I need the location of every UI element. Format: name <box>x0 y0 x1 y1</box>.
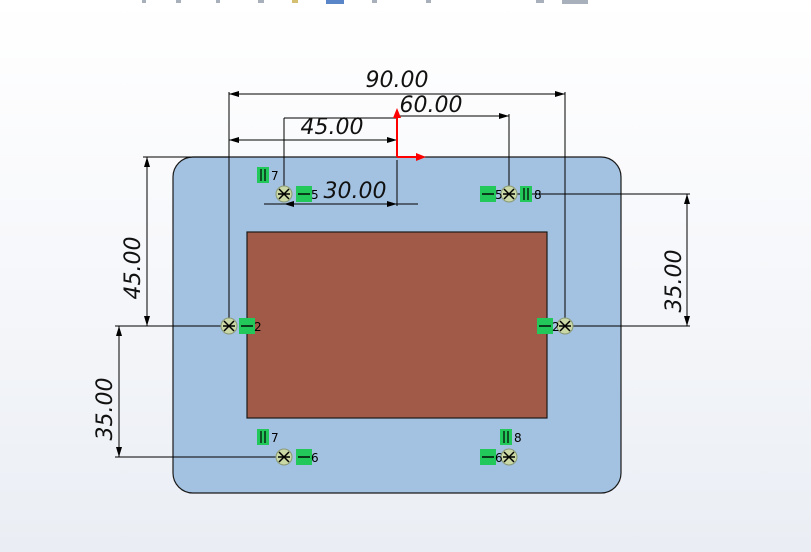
origin-axis-icon[interactable] <box>393 108 426 161</box>
horizontal-relation-icon[interactable]: 6 <box>480 449 503 465</box>
relation-label: 6 <box>311 451 319 465</box>
vertical-relation-icon[interactable]: 8 <box>520 186 542 202</box>
relation-label: 5 <box>311 188 319 202</box>
toolbar-icon[interactable] <box>536 0 544 3</box>
relation-label: 5 <box>495 188 503 202</box>
relation-label: 6 <box>495 451 503 465</box>
dimension-60[interactable]: 60.00 <box>397 93 510 194</box>
dimension-30-label[interactable]: 30.00 <box>324 179 387 204</box>
dimension-45-horizontal-label[interactable]: 45.00 <box>301 115 364 140</box>
sketch-point-icon[interactable] <box>220 317 238 335</box>
toolbar-icon[interactable] <box>176 0 181 3</box>
sketch-point-icon[interactable] <box>275 185 293 203</box>
horizontal-relation-icon[interactable]: 2 <box>239 318 262 334</box>
dimension-35-right[interactable]: 35.00 <box>509 193 690 327</box>
toolbar-icon[interactable] <box>216 0 220 3</box>
dimension-90[interactable]: 90.00 <box>228 68 566 326</box>
sketch-point-icon[interactable] <box>275 448 293 466</box>
dimension-90-label[interactable]: 90.00 <box>366 68 429 93</box>
vertical-relation-icon[interactable]: 8 <box>500 429 522 445</box>
sketch-point-icon[interactable] <box>556 317 574 335</box>
sketch-point-icon[interactable] <box>500 185 518 203</box>
sketch-point-icon[interactable] <box>500 448 518 466</box>
relation-label: 7 <box>271 431 279 445</box>
toolbar-icon[interactable] <box>562 0 588 4</box>
heads-up-toolbar[interactable] <box>142 0 588 4</box>
horizontal-relation-icon[interactable]: 5 <box>480 186 503 202</box>
horizontal-relation-icon[interactable]: 2 <box>537 318 560 334</box>
toolbar-icon[interactable] <box>326 0 344 4</box>
dimension-35-left[interactable]: 35.00 <box>93 325 284 458</box>
vertical-relation-icon[interactable]: 7 <box>257 167 279 183</box>
dimension-35-left-label[interactable]: 35.00 <box>93 378 118 441</box>
horizontal-relation-icon[interactable]: 6 <box>296 449 319 465</box>
dimension-45-vertical-label[interactable]: 45.00 <box>121 237 146 300</box>
vertical-relation-icon[interactable]: 7 <box>257 429 279 445</box>
relation-label: 7 <box>271 169 279 183</box>
inner-block[interactable] <box>246 231 548 419</box>
relation-label: 8 <box>534 188 542 202</box>
dimension-45-horizontal[interactable]: 45.00 <box>229 115 397 194</box>
dimension-35-right-label[interactable]: 35.00 <box>662 250 687 313</box>
toolbar-icon[interactable] <box>258 0 264 3</box>
relation-label: 2 <box>552 320 560 334</box>
toolbar-icon[interactable] <box>292 0 298 3</box>
relation-label: 2 <box>254 320 262 334</box>
relation-label: 8 <box>514 431 522 445</box>
toolbar-icon[interactable] <box>372 0 377 3</box>
dimension-30[interactable]: 30.00 <box>264 160 418 207</box>
toolbar-icon[interactable] <box>426 0 431 3</box>
toolbar-icon[interactable] <box>142 0 146 3</box>
dimension-60-label[interactable]: 60.00 <box>400 93 463 118</box>
horizontal-relation-icon[interactable]: 5 <box>296 186 319 202</box>
